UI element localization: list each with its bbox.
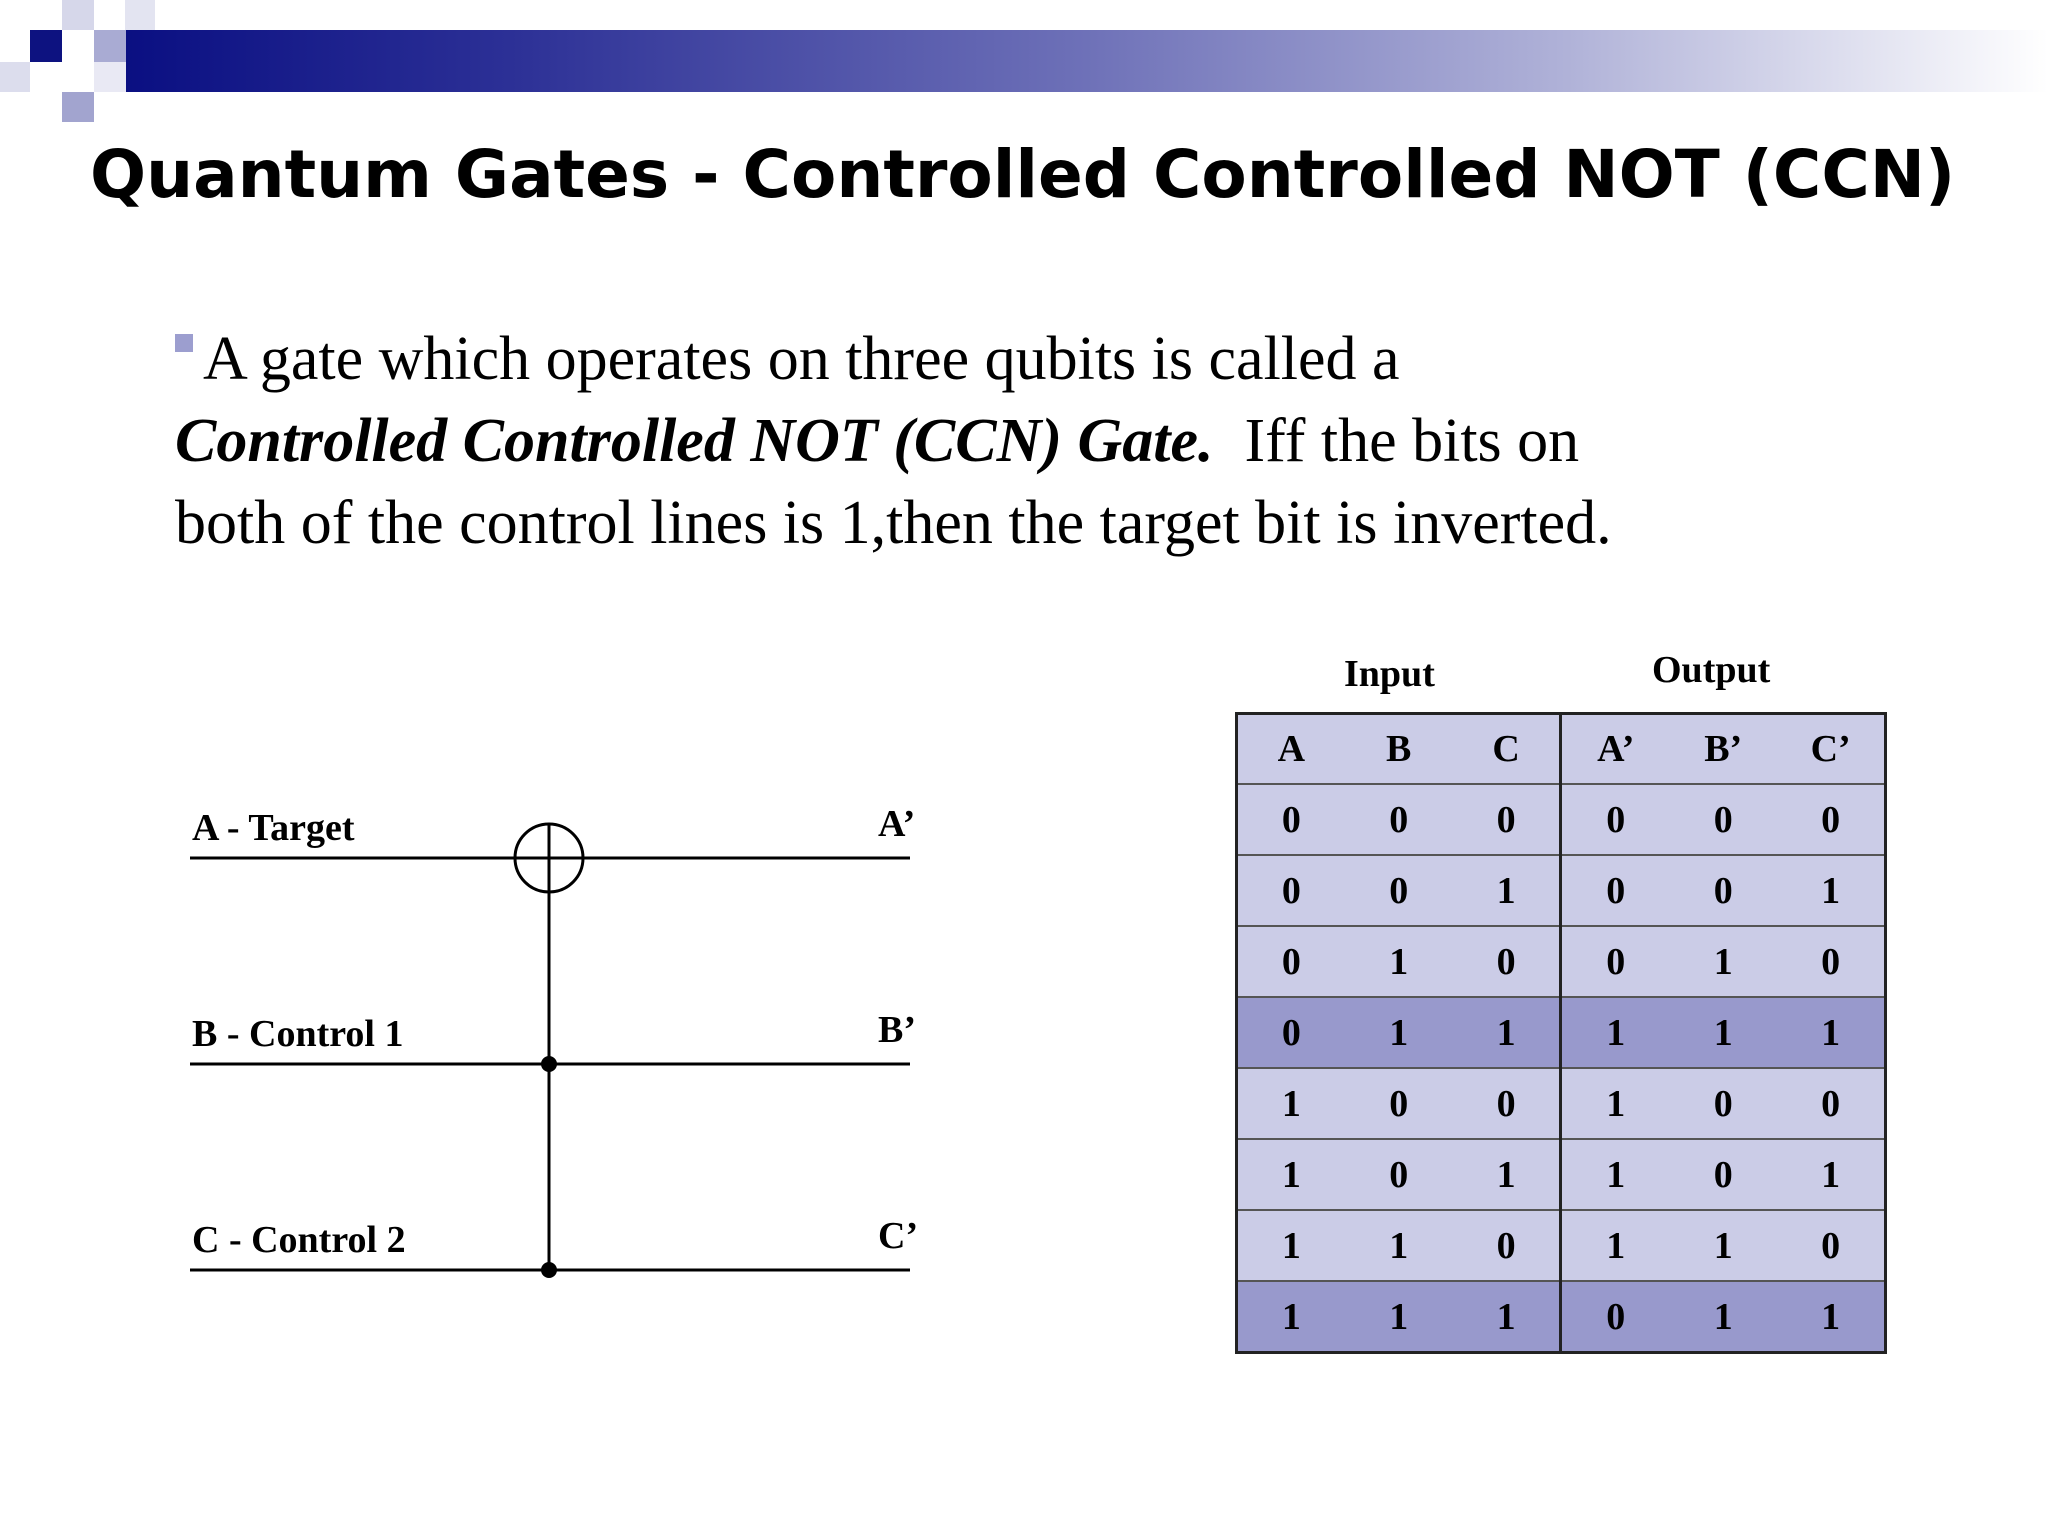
table-cell: 0 xyxy=(1236,855,1345,927)
table-column-header: C’ xyxy=(1777,713,1886,785)
table-cell: 0 xyxy=(1777,1210,1886,1282)
table-cell: 0 xyxy=(1777,926,1886,998)
table-cell: 0 xyxy=(1560,784,1670,856)
slide-title: Quantum Gates - Controlled Controlled NO… xyxy=(90,136,1956,213)
ccn-circuit-diagram: A - Target B - Control 1 C - Control 2 A… xyxy=(190,803,918,1278)
header-gradient-band xyxy=(125,30,2048,92)
table-cell: 1 xyxy=(1236,1281,1345,1354)
label-b-control1: B - Control 1 xyxy=(192,1013,403,1055)
label-a-prime: A’ xyxy=(878,803,915,845)
table-cell: 1 xyxy=(1452,997,1563,1069)
label-b-prime: B’ xyxy=(878,1009,916,1051)
table-cell: 1 xyxy=(1236,1139,1345,1211)
table-cell: 1 xyxy=(1669,1281,1778,1354)
table-cell: 0 xyxy=(1344,784,1453,856)
table-cell: 1 xyxy=(1669,926,1778,998)
table-cell: 0 xyxy=(1236,997,1345,1069)
square-bullet-icon xyxy=(175,334,193,352)
decor-square xyxy=(94,30,126,62)
table-cell: 0 xyxy=(1560,855,1670,927)
decor-square xyxy=(94,62,126,92)
table-cell: 1 xyxy=(1560,997,1670,1069)
table-cell: 1 xyxy=(1777,1139,1886,1211)
bullet-paragraph: A gate which operates on three qubits is… xyxy=(175,318,1875,564)
table-column-header: B’ xyxy=(1669,713,1778,785)
decor-square xyxy=(62,92,94,122)
bullet-line-2: Iff the bits on xyxy=(1213,407,1580,475)
table-cell: 1 xyxy=(1452,855,1563,927)
table-cell: 0 xyxy=(1669,855,1778,927)
label-c-prime: C’ xyxy=(878,1215,918,1257)
table-column-header: C xyxy=(1452,713,1563,785)
table-cell: 0 xyxy=(1560,1281,1670,1354)
bullet-line-3: both of the control lines is 1,then the … xyxy=(175,489,1612,557)
table-cell: 0 xyxy=(1777,784,1886,856)
table-cell: 0 xyxy=(1560,926,1670,998)
table-cell: 0 xyxy=(1452,926,1563,998)
label-a-target: A - Target xyxy=(192,807,355,849)
label-c-control2: C - Control 2 xyxy=(192,1219,406,1261)
table-column-header: B xyxy=(1344,713,1453,785)
bullet-emphasis: Controlled Controlled NOT (CCN) Gate. xyxy=(175,407,1214,475)
table-cell: 1 xyxy=(1669,1210,1778,1282)
table-cell: 0 xyxy=(1236,926,1345,998)
table-cell: 1 xyxy=(1777,1281,1886,1354)
control-dot-b xyxy=(541,1056,557,1072)
table-cell: 0 xyxy=(1344,855,1453,927)
table-cell: 1 xyxy=(1344,1281,1453,1354)
table-cell: 0 xyxy=(1344,1139,1453,1211)
table-cell: 1 xyxy=(1560,1068,1670,1140)
table-cell: 1 xyxy=(1236,1068,1345,1140)
table-cell: 1 xyxy=(1669,997,1778,1069)
table-cell: 0 xyxy=(1777,1068,1886,1140)
table-cell: 0 xyxy=(1236,784,1345,856)
control-dot-c xyxy=(541,1262,557,1278)
table-column-header: A’ xyxy=(1560,713,1670,785)
table-cell: 1 xyxy=(1777,997,1886,1069)
bullet-line-1: A gate which operates on three qubits is… xyxy=(203,325,1400,393)
table-cell: 1 xyxy=(1560,1210,1670,1282)
table-column-header: A xyxy=(1236,713,1345,785)
decor-square xyxy=(0,62,30,92)
table-cell: 1 xyxy=(1452,1281,1563,1354)
table-cell: 0 xyxy=(1344,1068,1453,1140)
decor-square xyxy=(30,30,62,62)
table-cell: 0 xyxy=(1452,1068,1563,1140)
table-group-input: Input xyxy=(1344,653,1435,695)
table-cell: 0 xyxy=(1669,1068,1778,1140)
decor-square xyxy=(62,0,94,30)
table-cell: 0 xyxy=(1669,784,1778,856)
table-cell: 1 xyxy=(1344,997,1453,1069)
table-cell: 1 xyxy=(1560,1139,1670,1211)
table-cell: 1 xyxy=(1344,926,1453,998)
table-cell: 1 xyxy=(1452,1139,1563,1211)
table-cell: 0 xyxy=(1669,1139,1778,1211)
table-cell: 1 xyxy=(1777,855,1886,927)
decor-square xyxy=(125,0,155,30)
table-cell: 1 xyxy=(1344,1210,1453,1282)
table-cell: 0 xyxy=(1452,1210,1563,1282)
table-cell: 0 xyxy=(1452,784,1563,856)
table-cell: 1 xyxy=(1236,1210,1345,1282)
table-group-output: Output xyxy=(1652,649,1771,691)
